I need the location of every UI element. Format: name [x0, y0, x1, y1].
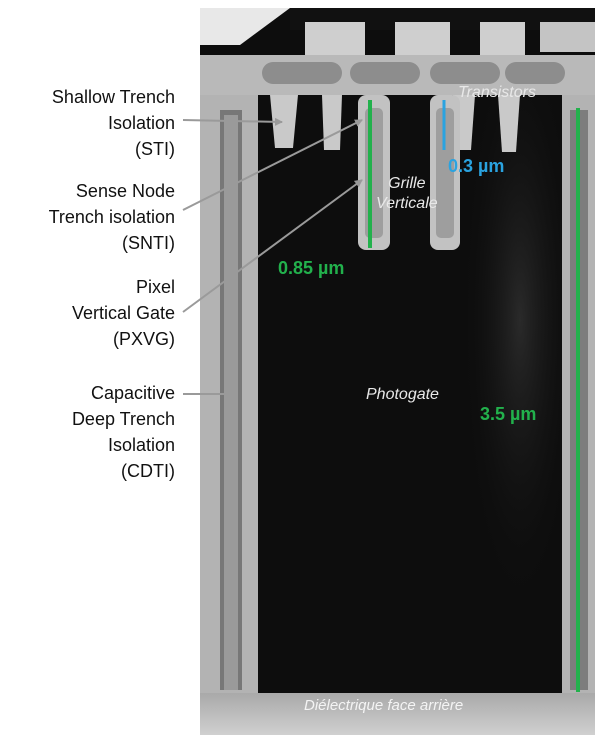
annotation-dielectric: Diélectrique face arrière: [304, 697, 464, 714]
arrow-snti: [182, 119, 363, 211]
label-pxvg-line1: Pixel: [135, 277, 175, 297]
arrow-sti: [182, 117, 283, 126]
arrow-pxvg: [182, 179, 363, 313]
measurement-gate-depth: 0.85 µm: [278, 258, 345, 278]
top-metal-left: [200, 8, 290, 45]
label-snti-line2: Trench isolation: [48, 207, 175, 227]
annotation-grille-line1: Grille: [388, 175, 426, 192]
label-snti: Sense Node Trench isolation (SNTI): [49, 178, 175, 256]
annotation-photogate: Photogate: [366, 386, 439, 403]
sti-trench: [498, 95, 520, 152]
label-sti-line1: Shallow Trench: [51, 87, 175, 107]
contact-block: [540, 22, 595, 52]
contact-block: [305, 22, 365, 60]
label-cdti-line3: Isolation: [107, 435, 175, 455]
label-snti-line1: Sense Node: [75, 181, 175, 201]
sti-trench: [322, 95, 342, 150]
sti-trench: [270, 95, 298, 148]
label-pxvg-line2: Vertical Gate: [71, 303, 175, 323]
contact-block: [480, 22, 525, 60]
label-cdti-line2: Deep Trench: [71, 409, 175, 429]
annotation-grille-line2: Verticale: [376, 195, 438, 212]
label-cdti-line1: Capacitive: [90, 383, 175, 403]
label-sti: Shallow Trench Isolation (STI): [52, 84, 175, 162]
label-pxvg-line3: (PXVG): [112, 329, 175, 349]
measurement-trench-depth: 3.5 µm: [480, 404, 537, 424]
annotation-grille: Grille Verticale: [376, 174, 438, 214]
label-snti-line3: (SNTI): [122, 233, 175, 253]
label-sti-line2: Isolation: [107, 113, 175, 133]
contact-block: [395, 22, 450, 60]
backside-dielectric: [200, 693, 595, 735]
measurement-sti-depth: 0.3 µm: [448, 156, 505, 176]
label-sti-line3: (STI): [135, 139, 175, 159]
label-cdti: Capacitive Deep Trench Isolation (CDTI): [72, 380, 175, 484]
annotation-transistors: Transistors: [458, 84, 536, 101]
label-pxvg: Pixel Vertical Gate (PXVG): [72, 274, 175, 352]
label-cdti-line4: (CDTI): [121, 461, 175, 481]
